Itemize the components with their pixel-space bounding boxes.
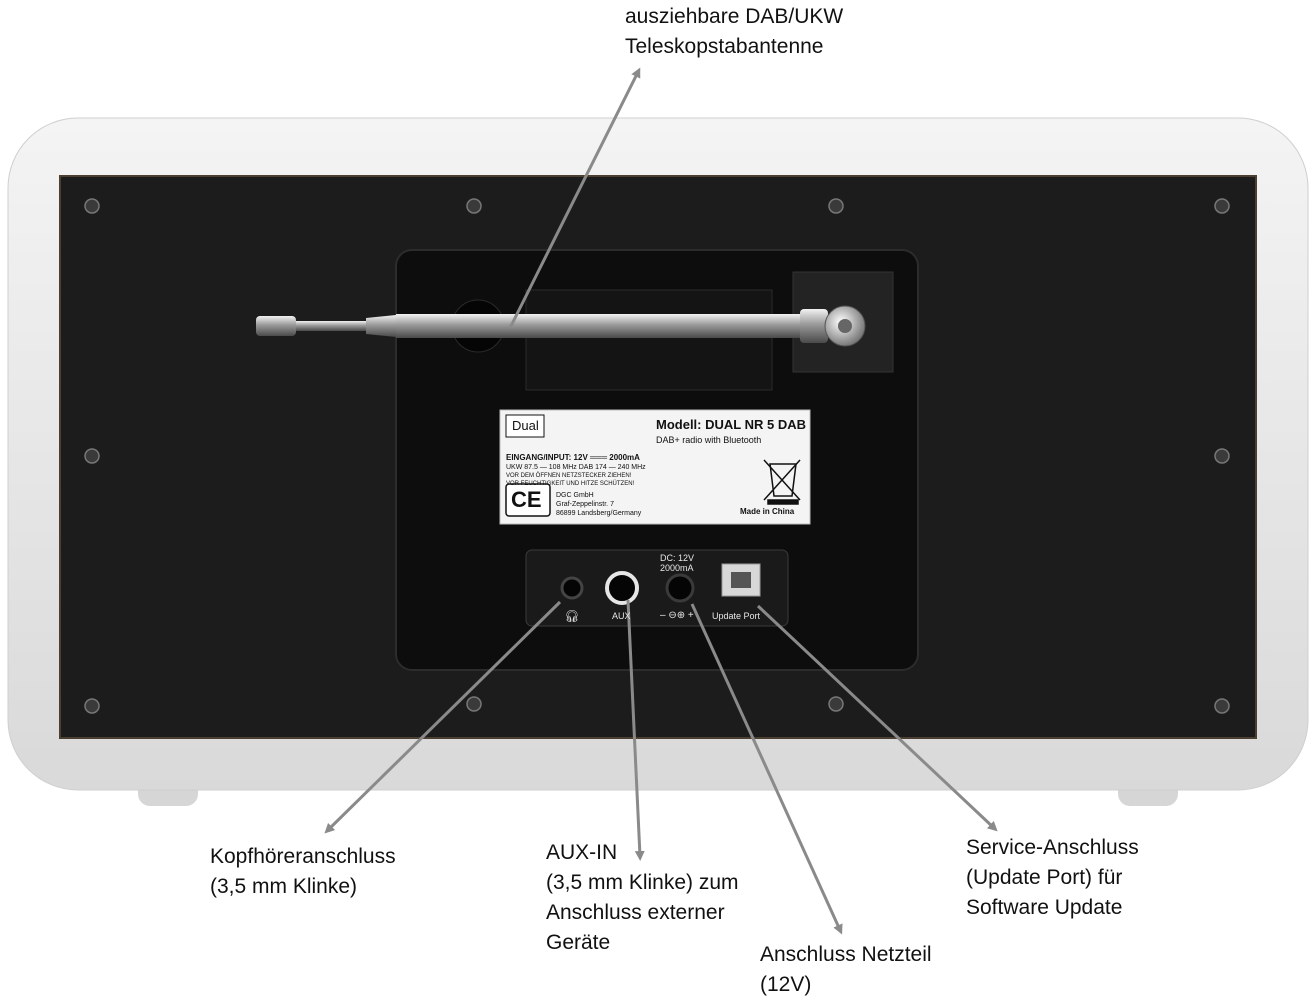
callout-aux-line3: Anschluss externer <box>546 901 725 924</box>
weee-icon <box>763 459 801 505</box>
telescopic-antenna <box>256 305 866 347</box>
screw <box>828 198 844 214</box>
screw <box>84 198 100 214</box>
label-input: EINGANG/INPUT: 12V ═══ 2000mA <box>506 453 640 462</box>
callout-headphone: Kopfhöreranschluss (3,5 mm Klinke) <box>210 842 396 902</box>
screw <box>466 696 482 712</box>
label-subtitle: DAB+ radio with Bluetooth <box>656 435 762 445</box>
headphone-arrow <box>324 600 562 834</box>
service-arrow <box>756 604 998 832</box>
callout-aux-line4: Geräte <box>546 931 611 954</box>
callout-service-line3: Software Update <box>966 896 1123 919</box>
callout-aux-line2: (3,5 mm Klinke) zum <box>546 871 739 894</box>
label-made-in: Made in China <box>740 507 795 516</box>
usb-port-label: Update Port <box>712 611 761 621</box>
callout-power: Anschluss Netzteil (12V) <box>760 940 932 1000</box>
headphone-jack <box>560 576 584 600</box>
callout-headphone-line1: Kopfhöreranschluss <box>210 845 396 868</box>
aux-port-label: AUX <box>612 611 631 621</box>
label-brand: Dual <box>512 418 539 433</box>
brand-box <box>505 414 545 438</box>
callout-aux: AUX-IN (3,5 mm Klinke) zum Anschluss ext… <box>546 838 739 958</box>
dc-rating-line1: DC: 12V <box>660 553 695 563</box>
label-ukw: UKW 87.5 — 108 MHz DAB 174 — 240 MHz <box>506 464 646 471</box>
power-jack <box>665 573 695 603</box>
screw <box>828 696 844 712</box>
screw <box>1214 198 1230 214</box>
label-company2: Graf-Zeppelinstr. 7 <box>556 501 614 508</box>
label-company3: 86899 Landsberg/Germany <box>556 510 642 517</box>
ce-box <box>505 483 551 517</box>
label-plate <box>499 409 811 525</box>
callout-arrows <box>324 67 998 935</box>
antenna-recess <box>525 289 773 391</box>
label-warn2: VOR FEUCHTIGKEIT UND HITZE SCHÜTZEN! <box>506 481 635 487</box>
power-port-symbol: – ⊖⊕ + <box>660 610 694 621</box>
callout-service: Service-Anschluss (Update Port) für Soft… <box>966 833 1139 923</box>
usb-port-inner <box>731 572 751 588</box>
label-warn1: VOR DEM ÖFFNEN NETZSTECKER ZIEHEN! <box>506 473 632 479</box>
callout-aux-line1: AUX-IN <box>546 841 618 864</box>
antenna-arrow <box>508 67 641 329</box>
callout-antenna-line1: ausziehbare DAB/UKW <box>625 5 844 28</box>
callout-headphone-line2: (3,5 mm Klinke) <box>210 875 358 898</box>
screw <box>84 448 100 464</box>
callout-power-line2: (12V) <box>760 973 812 996</box>
screw <box>1214 448 1230 464</box>
aux-arrow <box>626 599 645 861</box>
power-arrow <box>690 603 843 935</box>
dc-rating-line2: 2000mA <box>660 563 694 573</box>
aux-jack <box>605 571 639 605</box>
screw <box>466 198 482 214</box>
screw <box>1214 698 1230 714</box>
callout-antenna-line2: Teleskopstabantenne <box>625 35 824 58</box>
label-company1: DGC GmbH <box>556 492 594 499</box>
callout-power-line1: Anschluss Netzteil <box>760 943 932 966</box>
callout-service-line1: Service-Anschluss <box>966 836 1139 859</box>
label-model: Modell: DUAL NR 5 DAB <box>656 417 806 432</box>
callout-antenna: ausziehbare DAB/UKW Teleskopstabantenne <box>625 2 843 62</box>
headphone-icon: 🎧︎ <box>564 609 579 623</box>
screw <box>84 698 100 714</box>
callout-service-line2: (Update Port) für <box>966 866 1123 889</box>
label-ce: CE <box>511 487 542 512</box>
screws <box>84 198 1230 714</box>
